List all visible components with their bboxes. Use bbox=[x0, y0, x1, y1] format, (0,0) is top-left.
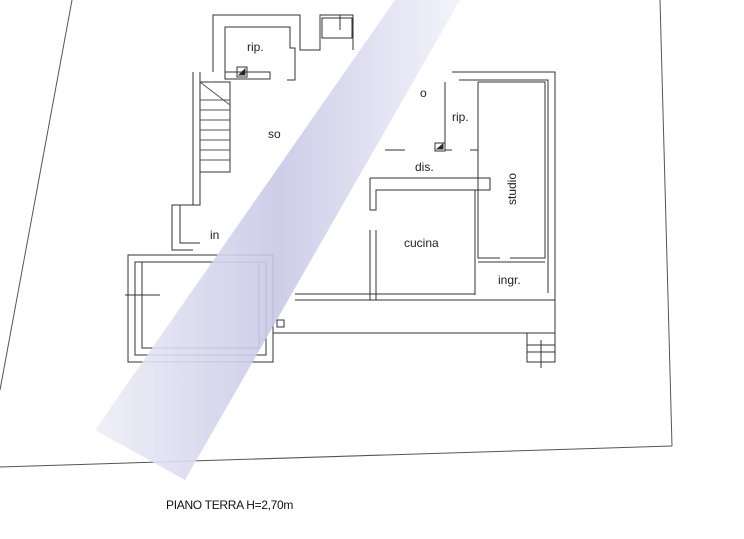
room-label-cucina: cucina bbox=[404, 236, 439, 250]
walls bbox=[125, 14, 556, 368]
room-label-rip: rip. bbox=[247, 40, 264, 54]
room-label-ingr: ingr. bbox=[498, 273, 521, 287]
room-label-studio: studio bbox=[505, 172, 519, 205]
room-label-o: o bbox=[420, 86, 427, 100]
lot-boundary bbox=[0, 0, 673, 468]
staircase bbox=[199, 81, 231, 161]
room-label-soggiorno: so bbox=[268, 127, 281, 141]
blur-overlay bbox=[95, 0, 460, 480]
plan-title: PIANO TERRA H=2,70m bbox=[166, 498, 294, 512]
room-label-ingresso: in bbox=[210, 228, 220, 242]
room-label-rip-right: rip. bbox=[452, 110, 469, 124]
room-label-dis: dis. bbox=[415, 160, 434, 174]
